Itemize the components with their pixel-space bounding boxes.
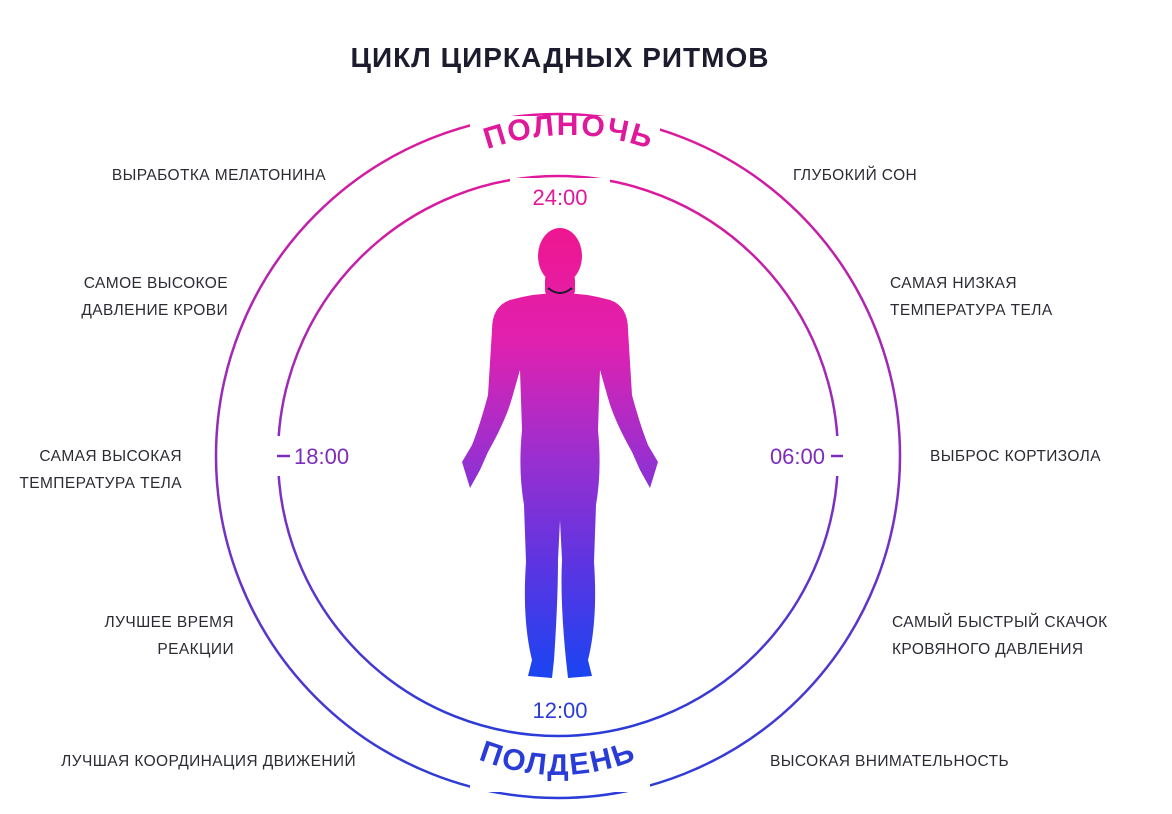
left-item-5: ЛУЧШАЯ КООРДИНАЦИЯ ДВИЖЕНИЙ xyxy=(61,753,356,770)
time-bottom: 12:00 xyxy=(532,698,587,723)
human-figure-icon xyxy=(462,228,658,678)
left-item-3: САМАЯ ВЫСОКАЯ ТЕМПЕРАТУРА ТЕЛА xyxy=(19,448,182,492)
time-right: 06:00 xyxy=(770,444,825,469)
diagram-title: ЦИКЛ ЦИРКАДНЫХ РИТМОВ xyxy=(350,42,770,73)
left-item-1: ВЫРАБОТКА МЕЛАТОНИНА xyxy=(111,167,326,184)
time-left: 18:00 xyxy=(294,444,349,469)
right-item-3: ВЫБРОС КОРТИЗОЛА xyxy=(930,448,1101,465)
right-item-2: САМАЯ НИЗКАЯ ТЕМПЕРАТУРА ТЕЛА xyxy=(890,275,1053,319)
time-top: 24:00 xyxy=(532,185,587,210)
left-item-2: САМОЕ ВЫСОКОЕ ДАВЛЕНИЕ КРОВИ xyxy=(81,275,228,319)
right-item-1: ГЛУБОКИЙ СОН xyxy=(793,167,918,184)
left-item-4: ЛУЧШЕЕ ВРЕМЯ РЕАКЦИИ xyxy=(104,614,234,658)
right-item-4: САМЫЙ БЫСТРЫЙ СКАЧОК КРОВЯНОГО ДАВЛЕНИЯ xyxy=(892,614,1108,658)
right-item-5: ВЫСОКАЯ ВНИМАТЕЛЬНОСТЬ xyxy=(770,753,1010,770)
outer-ring xyxy=(214,112,902,800)
